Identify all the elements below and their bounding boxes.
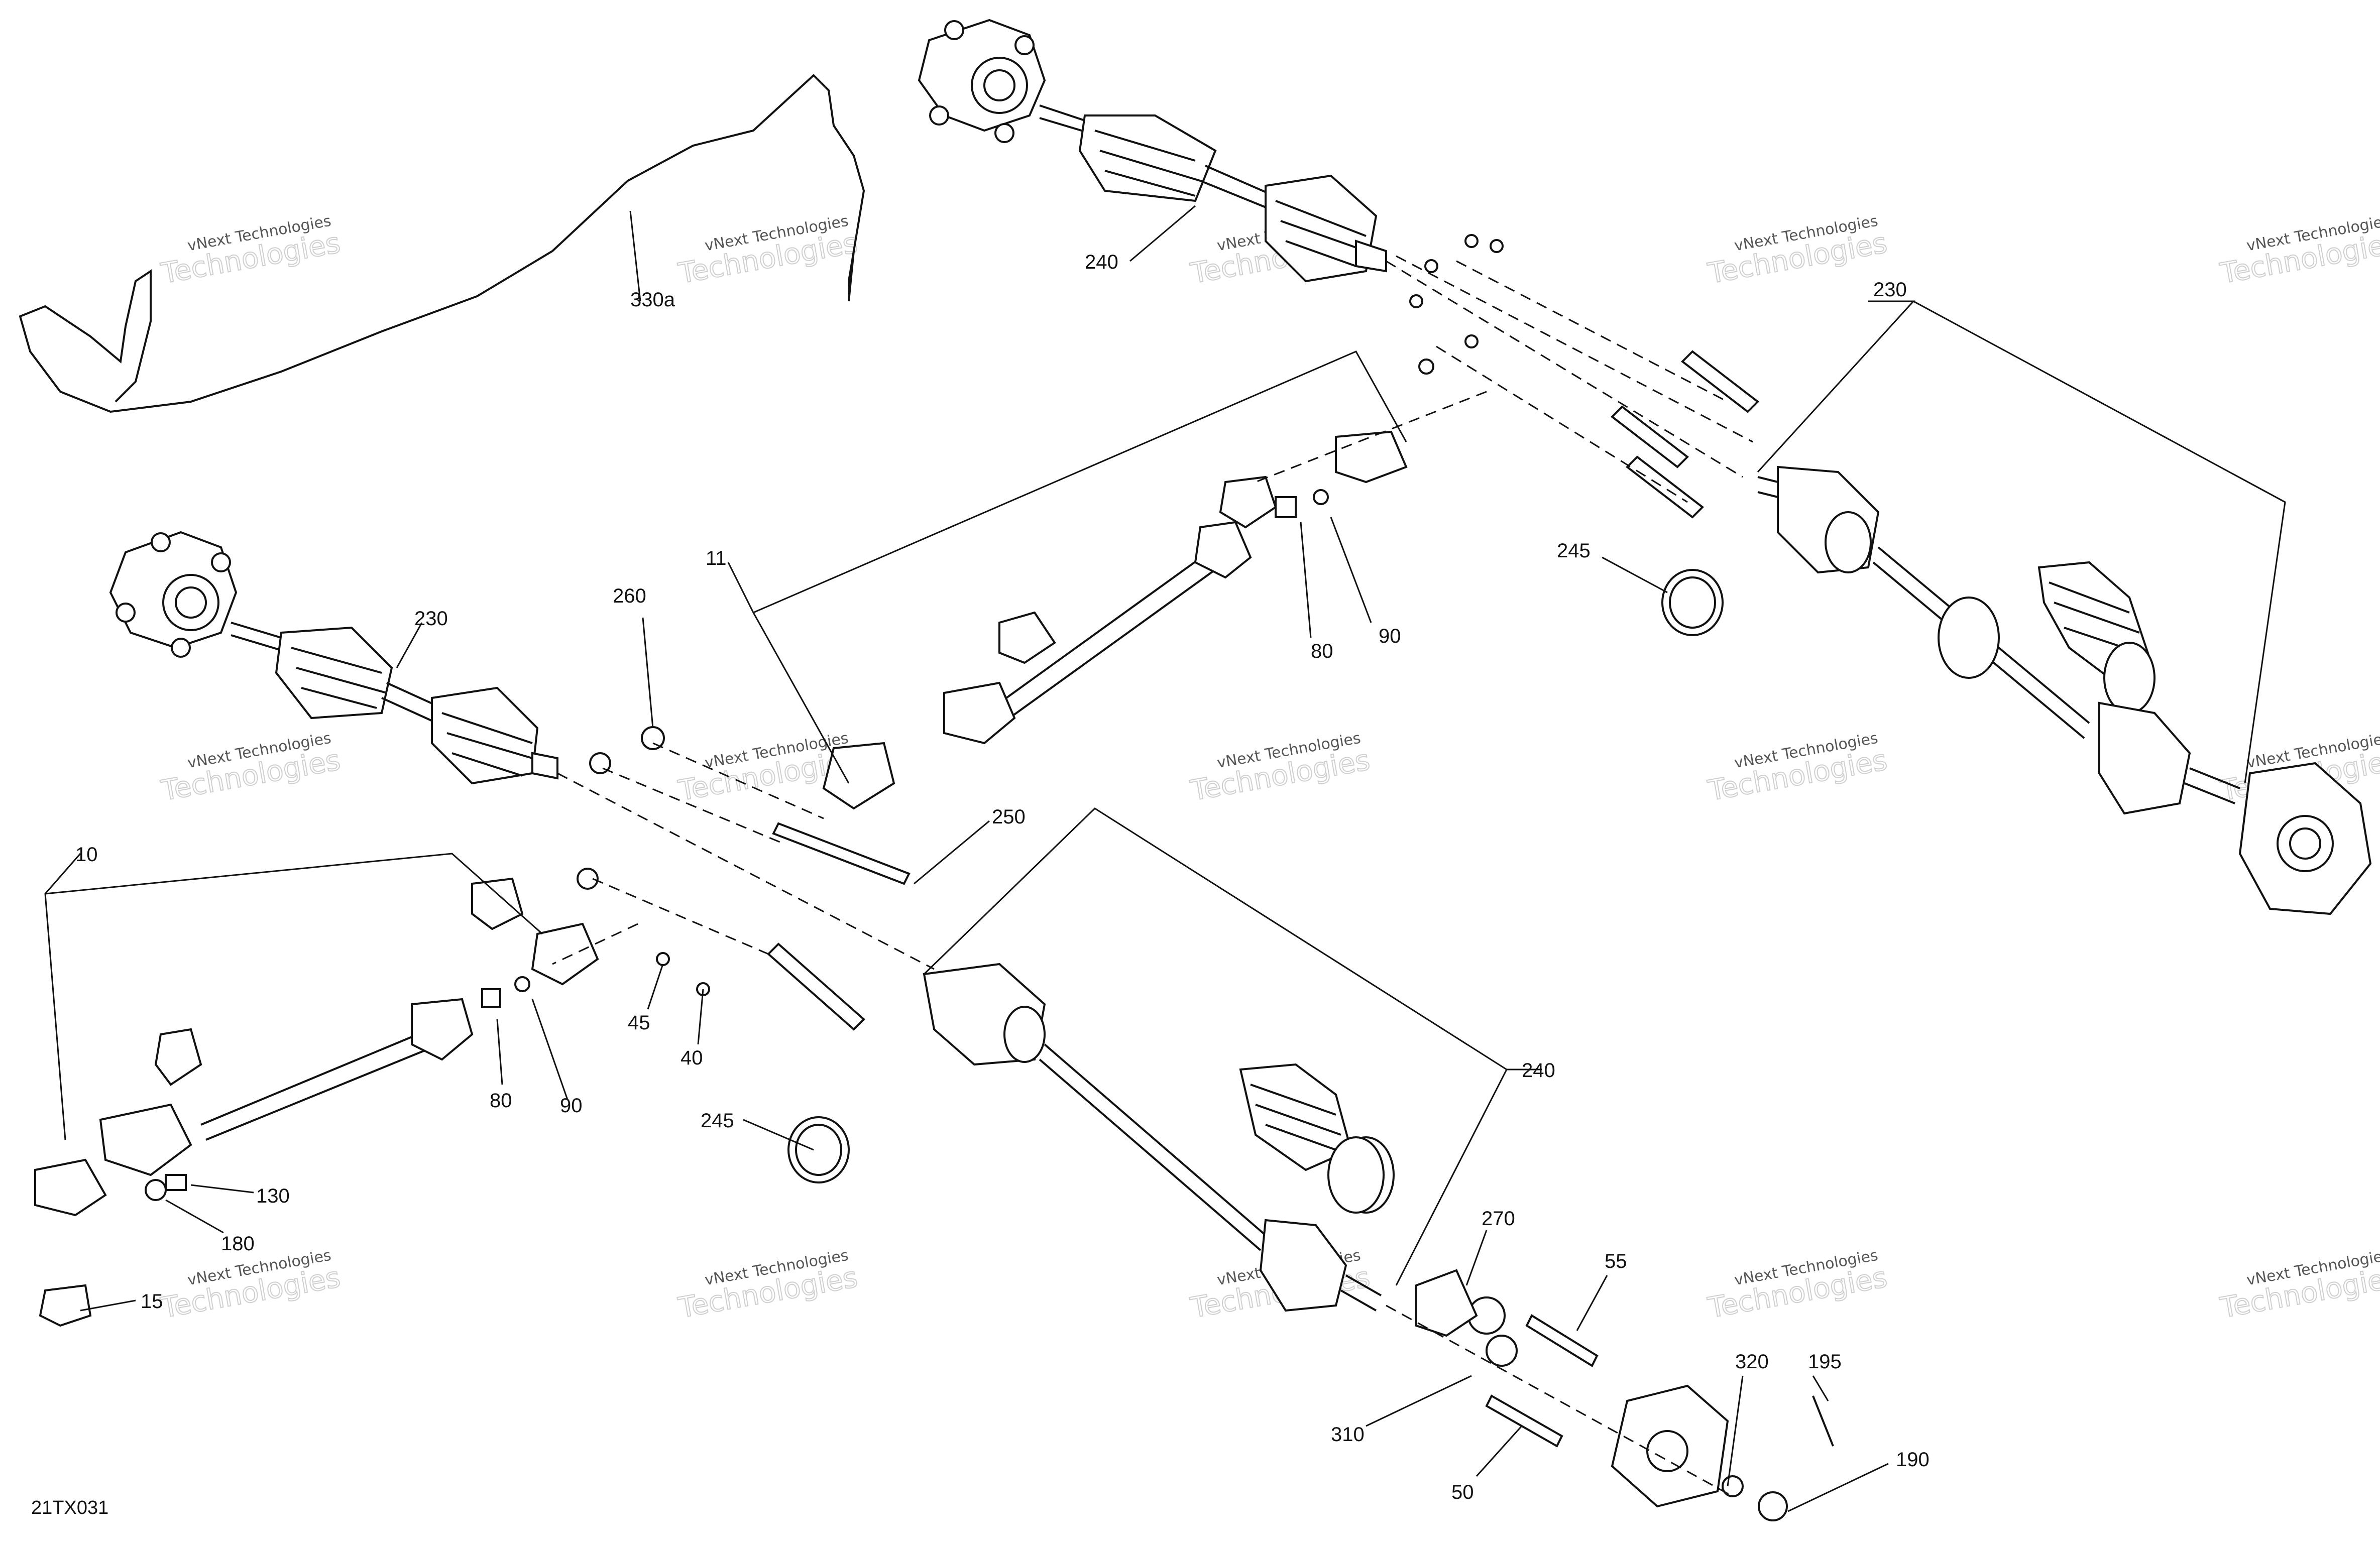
callout-260: 260 [613, 585, 646, 607]
watermark: Technologies vNext Technologies [1188, 730, 1373, 808]
callout-245-top: 245 [1557, 540, 1591, 562]
drive-axle-right [1757, 465, 2372, 915]
callout-230-left: 230 [414, 608, 448, 630]
callout-40: 40 [681, 1047, 703, 1069]
callout-45: 45 [628, 1012, 650, 1034]
callout-190: 190 [1896, 1449, 1930, 1471]
callout-240-bottom: 240 [1522, 1059, 1555, 1082]
watermark: Technologies vNext Technologies [158, 212, 344, 291]
callout-250: 250 [992, 806, 1026, 828]
callout-15: 15 [141, 1290, 163, 1313]
assembly-lines [552, 255, 1753, 1497]
callout-310: 310 [1331, 1423, 1365, 1446]
diagram-reference-code: 21TX031 [31, 1497, 108, 1518]
callout-130: 130 [256, 1185, 290, 1207]
drive-axle-left [109, 531, 558, 785]
watermark: Technologies vNext Technologies [1705, 212, 1890, 291]
brake-cable-330a [19, 74, 865, 413]
callout-320: 320 [1735, 1351, 1769, 1373]
callout-50: 50 [1451, 1481, 1474, 1503]
watermark: Technologies vNext Technologies [158, 1247, 344, 1325]
callout-10: 10 [75, 844, 98, 866]
watermark: Technologies vNext Technologies [675, 212, 861, 291]
callout-230-right: 230 [1873, 279, 1907, 301]
parts-drawing [19, 19, 2372, 1521]
drive-axle-lower [923, 963, 1395, 1312]
watermark: Technologies vNext Technologies [158, 730, 344, 808]
callout-80-bottom: 80 [490, 1090, 512, 1112]
watermark: Technologies vNext Technologies [675, 1247, 861, 1325]
callout-245-bottom: 245 [701, 1110, 734, 1132]
callout-80-top: 80 [1311, 640, 1333, 662]
callout-270: 270 [1482, 1208, 1515, 1230]
callout-330a: 330a [630, 289, 675, 311]
callout-labels: 330a 240 230 11 80 90 245 230 260 250 10… [75, 251, 1930, 1503]
callout-11: 11 [706, 547, 727, 569]
callout-195: 195 [1808, 1351, 1842, 1373]
callout-55: 55 [1605, 1250, 1627, 1272]
watermark: Technologies vNext Technologies [1705, 730, 1890, 808]
callout-180: 180 [221, 1233, 255, 1255]
watermark: Technologies vNext Technologies [1705, 1247, 1890, 1325]
watermark: Technologies vNext Technologies [2217, 212, 2380, 291]
hardware [39, 234, 2000, 1521]
watermark: Technologies vNext Technologies [2217, 1247, 2380, 1325]
callout-90-top: 90 [1379, 625, 1401, 647]
prop-shaft-11 [822, 430, 1408, 810]
callout-240-top: 240 [1085, 251, 1118, 273]
drive-axle-upper [918, 19, 1387, 283]
leader-lines [44, 205, 2286, 1512]
prop-shaft-10 [34, 877, 599, 1217]
callout-90-bottom: 90 [560, 1095, 583, 1117]
